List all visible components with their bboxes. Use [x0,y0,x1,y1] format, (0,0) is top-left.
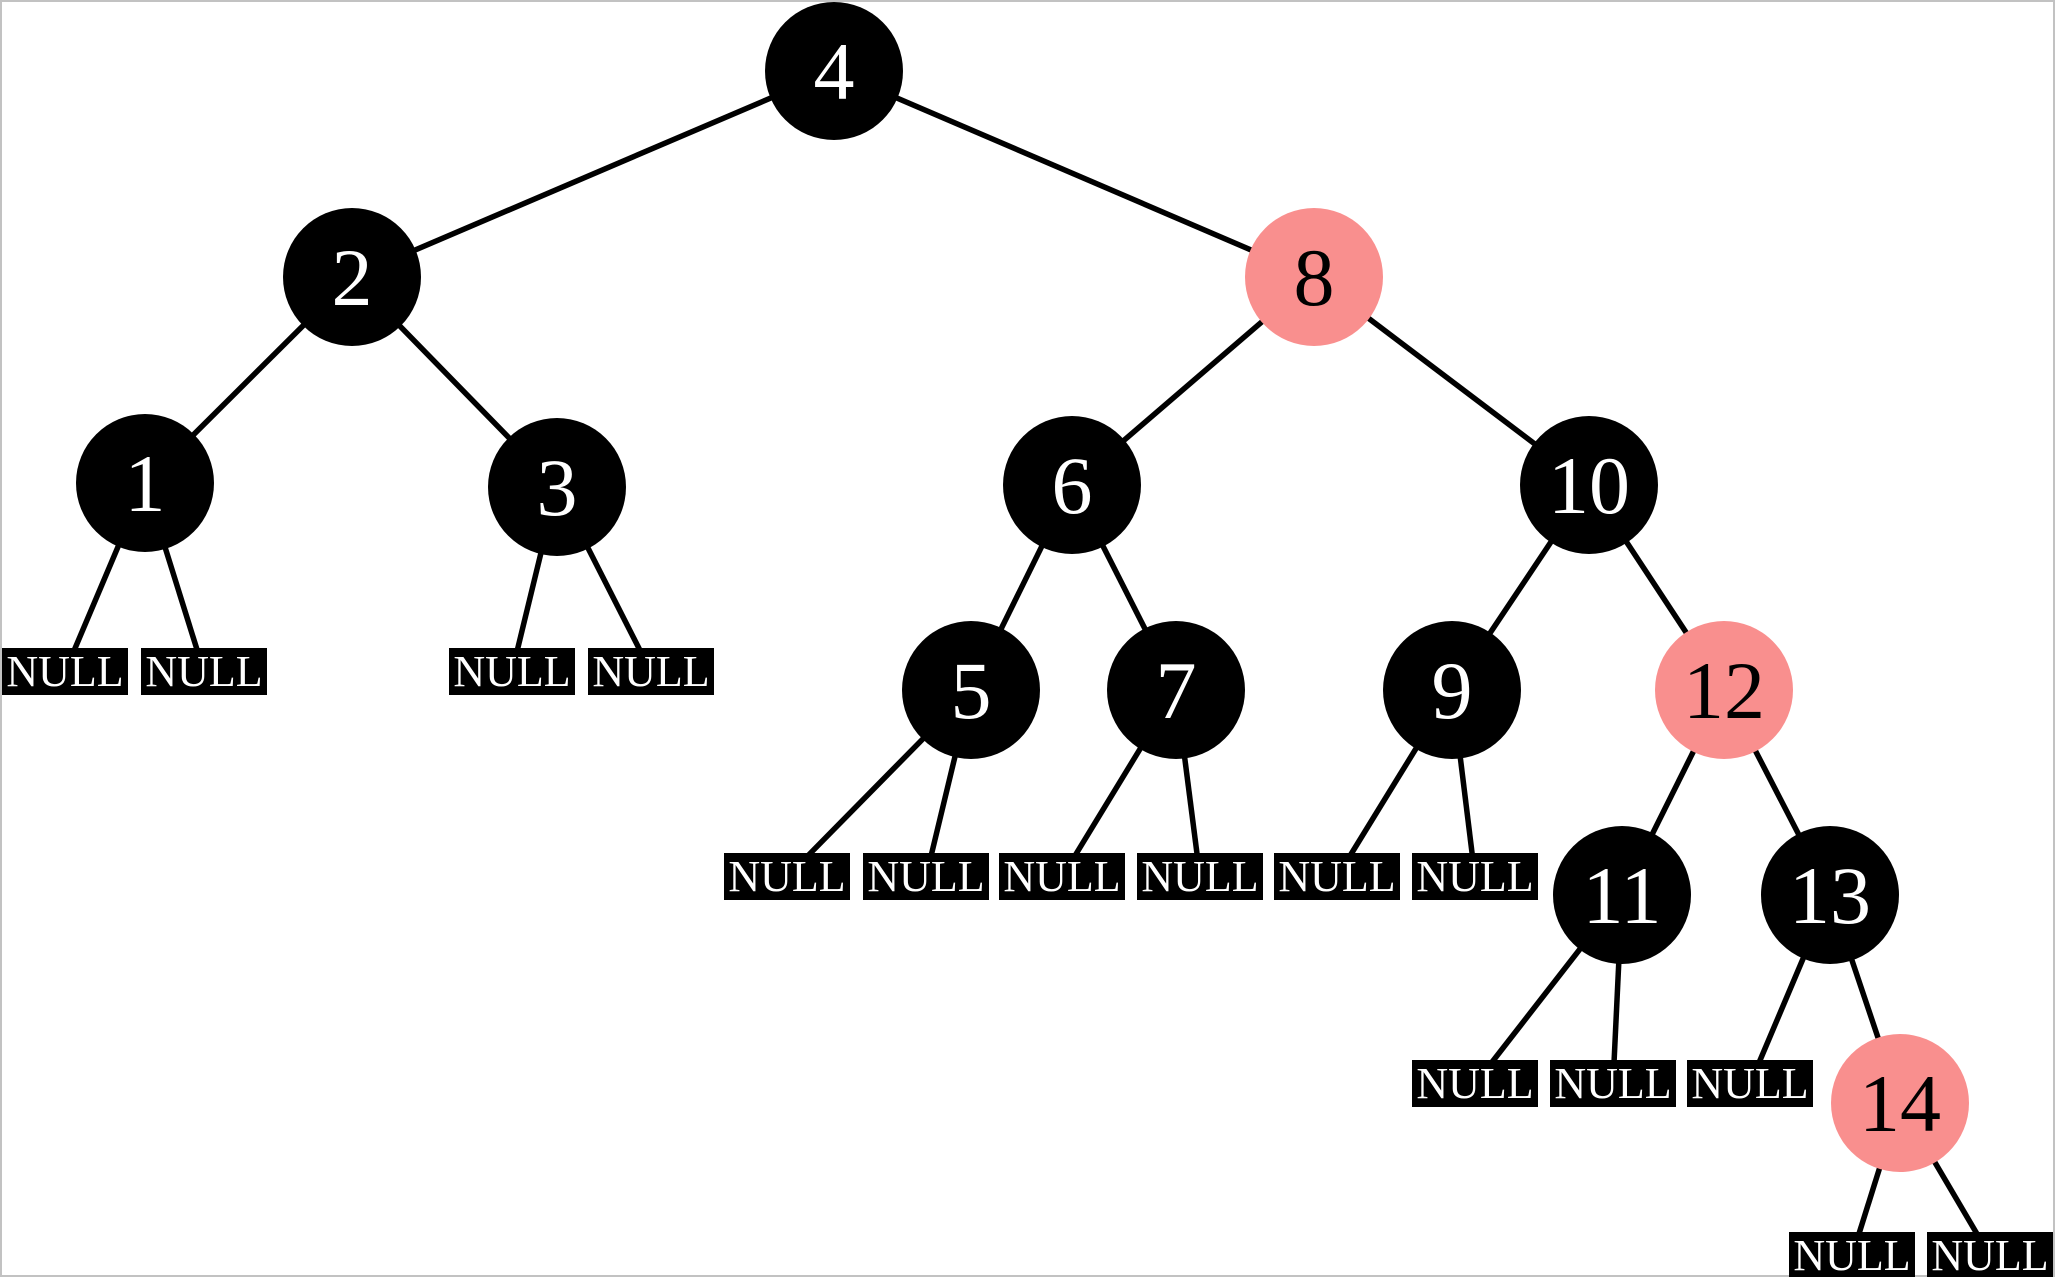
tree-node-12 [1655,621,1793,759]
tree-node-1 [76,414,214,552]
tree-edge-4-8 [832,68,1316,280]
null-leaf-box-5 [863,853,989,900]
tree-node-13 [1761,826,1899,964]
null-leaf-box-7 [1137,853,1263,900]
tree-node-label-3: 3 [537,442,578,533]
null-leaf-box-12 [1687,1060,1813,1107]
null-leaf-label-5: NULL [867,852,984,901]
null-leaf-label-11: NULL [1554,1059,1671,1108]
tree-node-label-1: 1 [125,438,166,529]
tree-node-label-6: 6 [1052,440,1093,531]
tree-node-7 [1107,621,1245,759]
tree-node-2 [283,208,421,346]
null-leaf-label-14: NULL [1931,1231,2048,1277]
tree-node-5 [902,621,1040,759]
tree-node-label-4: 4 [814,26,855,117]
tree-node-3 [488,418,626,556]
null-leaf-label-12: NULL [1691,1059,1808,1108]
tree-node-10 [1520,416,1658,554]
null-leaf-box-1 [141,648,267,695]
tree-node-9 [1383,621,1521,759]
tree-node-label-5: 5 [951,645,992,736]
null-leaf-label-1: NULL [145,647,262,696]
null-leaf-label-13: NULL [1793,1231,1910,1277]
null-leaf-box-9 [1412,853,1538,900]
null-leaf-label-7: NULL [1141,852,1258,901]
tree-node-label-12: 12 [1683,645,1765,736]
null-leaf-box-4 [724,853,850,900]
null-leaf-box-8 [1274,853,1400,900]
tree-node-6 [1003,416,1141,554]
null-leaf-label-10: NULL [1416,1059,1533,1108]
null-leaf-box-6 [999,853,1125,900]
tree-node-label-14: 14 [1859,1058,1941,1149]
null-leaf-label-2: NULL [453,647,570,696]
tree-node-8 [1245,208,1383,346]
null-leaf-label-6: NULL [1003,852,1120,901]
tree-edge-4-2 [350,68,836,280]
tree-node-11 [1553,826,1691,964]
null-leaf-box-10 [1412,1060,1538,1107]
null-leaf-label-9: NULL [1416,852,1533,901]
null-leaf-box-13 [1789,1232,1915,1277]
tree-node-label-10: 10 [1548,440,1630,531]
tree-node-label-13: 13 [1789,850,1871,941]
tree-node-label-2: 2 [332,232,373,323]
null-leaf-label-4: NULL [728,852,845,901]
null-leaf-label-0: NULL [6,647,123,696]
tree-node-14 [1831,1034,1969,1172]
null-leaf-box-14 [1927,1232,2053,1277]
null-leaf-box-2 [449,648,575,695]
null-leaf-box-0 [2,648,128,695]
null-leaf-box-11 [1550,1060,1676,1107]
null-leaf-label-3: NULL [592,647,709,696]
tree-node-label-7: 7 [1156,645,1197,736]
tree-node-label-11: 11 [1583,850,1662,941]
null-leaf-label-8: NULL [1278,852,1395,901]
tree-node-4 [765,2,903,140]
tree-node-label-9: 9 [1432,645,1473,736]
null-leaf-box-3 [588,648,714,695]
tree-node-label-8: 8 [1294,232,1335,323]
